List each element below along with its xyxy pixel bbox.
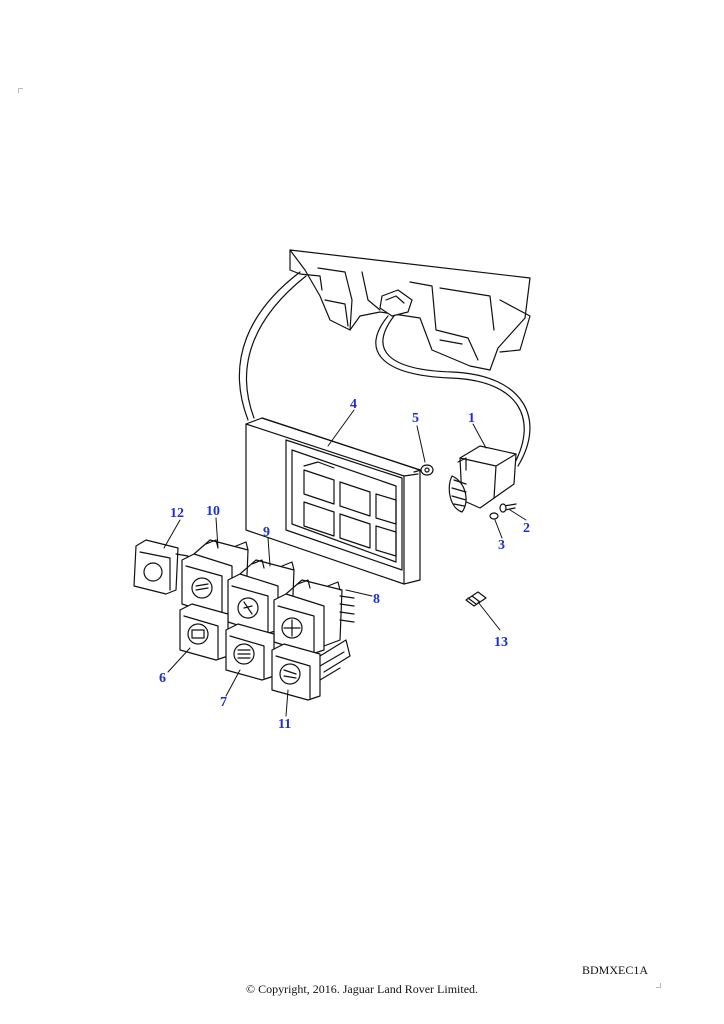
switch-7 — [225, 623, 275, 681]
callout-3: 3 — [498, 538, 505, 553]
dashboard-structure — [289, 249, 531, 371]
diagram-reference-code: BDMXEC1A — [581, 963, 648, 977]
switch-8 — [273, 579, 355, 655]
callout-labels: 1 2 3 4 5 6 7 8 9 10 11 12 13 — [159, 397, 530, 732]
wiring-harness-left-2 — [246, 275, 307, 419]
callout-13: 13 — [494, 635, 508, 650]
blank-switch — [133, 539, 189, 595]
callout-8: 8 — [373, 592, 380, 607]
harness-connector — [379, 289, 413, 317]
crop-mark-bottom-right — [656, 983, 661, 988]
switch-10 — [181, 539, 249, 617]
leader-lines — [163, 409, 527, 717]
screw — [499, 503, 517, 513]
callout-2: 2 — [523, 521, 530, 536]
panel-rheostat — [448, 445, 517, 513]
switch-11 — [271, 639, 351, 701]
wiring-harness-right — [375, 315, 525, 469]
callout-9: 9 — [263, 525, 270, 540]
callout-5: 5 — [412, 411, 419, 426]
switch-9 — [227, 559, 295, 635]
callout-7: 7 — [220, 695, 227, 710]
callout-10: 10 — [206, 504, 220, 519]
callout-11: 11 — [278, 717, 291, 732]
callout-6: 6 — [159, 671, 166, 686]
push-clip — [413, 464, 434, 476]
bulb — [465, 591, 487, 607]
switch-panel-bezel — [245, 417, 421, 585]
copyright-notice: © Copyright, 2016. Jaguar Land Rover Lim… — [245, 982, 479, 996]
wiring-harness-left — [238, 271, 301, 421]
callout-4: 4 — [350, 397, 357, 412]
washer — [489, 512, 499, 520]
callout-1: 1 — [468, 411, 475, 426]
crop-mark-top-left — [18, 88, 23, 93]
wiring-harness-right-2 — [382, 315, 531, 467]
callout-12: 12 — [170, 506, 184, 521]
